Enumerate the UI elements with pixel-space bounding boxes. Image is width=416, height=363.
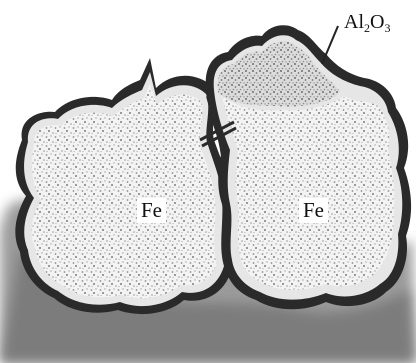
al2o3-label: Al2O3: [344, 12, 390, 34]
fe-label-right: Fe: [299, 198, 328, 223]
al2o3-element-o: O: [370, 11, 384, 33]
right-grain-fe: [222, 96, 395, 290]
al2o3-element-al: Al: [344, 11, 364, 33]
al2o3-leader-line: [322, 26, 338, 64]
fe-label-left: Fe: [137, 198, 166, 223]
al2o3-sub-3: 3: [384, 21, 390, 35]
